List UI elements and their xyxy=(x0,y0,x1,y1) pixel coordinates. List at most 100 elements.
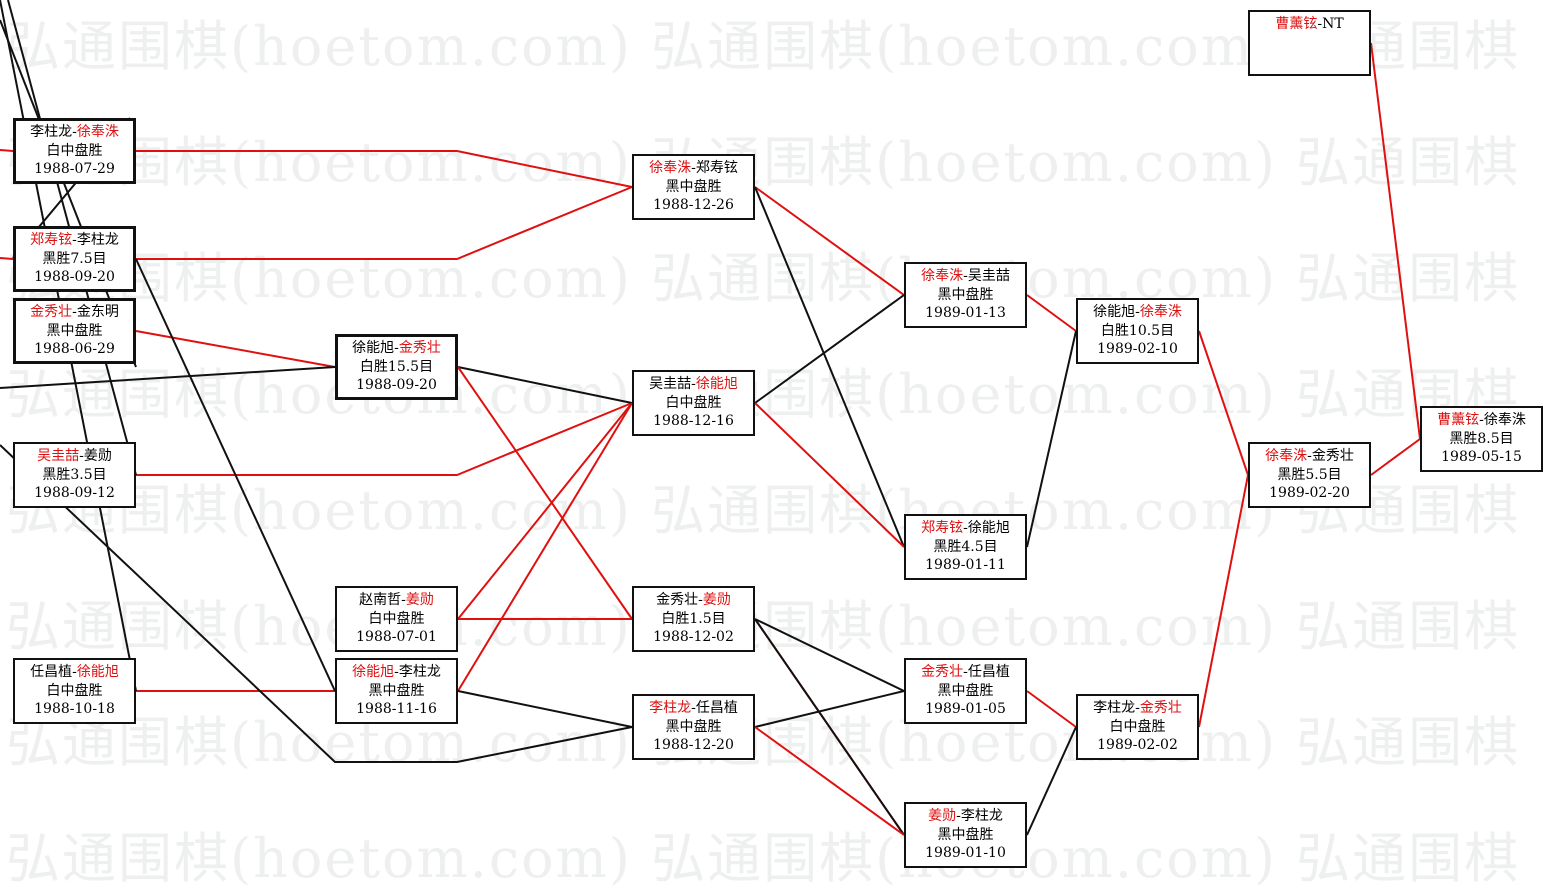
separator: - xyxy=(72,304,77,320)
connector-line xyxy=(754,726,905,836)
separator: - xyxy=(72,124,77,140)
players: 曹薰铉-徐奉洙 xyxy=(1422,411,1541,430)
game-result: 黑中盘胜 xyxy=(665,178,722,195)
connector-line xyxy=(457,366,633,620)
white-player: 金东明 xyxy=(76,304,119,320)
separator: - xyxy=(1135,304,1140,320)
players: 徐能旭-金秀壮 xyxy=(338,339,455,358)
players: 曹薰铉-NT xyxy=(1250,15,1369,34)
players: 李柱龙-徐奉洙 xyxy=(16,123,133,142)
black-player: 徐奉洙 xyxy=(649,160,692,176)
black-player: 李柱龙 xyxy=(30,124,73,140)
black-player: 徐能旭 xyxy=(1093,304,1136,320)
connector-line xyxy=(754,186,905,296)
game-result: 白胜1.5目 xyxy=(661,610,726,627)
separator: - xyxy=(956,808,961,824)
game-box-g2[interactable]: 郑寿铉-李柱龙黑胜7.5目 1988-09-20 xyxy=(13,226,136,292)
black-player: 任昌植 xyxy=(30,664,73,680)
separator: - xyxy=(1317,16,1323,32)
connector-line xyxy=(135,330,336,368)
incoming-line xyxy=(0,257,14,260)
players: 郑寿铉-李柱龙 xyxy=(16,231,133,250)
black-player: 姜勋 xyxy=(928,808,957,824)
separator: - xyxy=(691,700,696,716)
game-date: 1989-01-05 xyxy=(925,701,1006,717)
white-player: 任昌植 xyxy=(695,700,738,716)
players: 赵南哲-姜勋 xyxy=(337,591,456,610)
players: 徐奉洙-金秀壮 xyxy=(1250,447,1369,466)
players: 吴圭喆-徐能旭 xyxy=(634,375,753,394)
separator: - xyxy=(1479,412,1484,428)
white-player: 徐能旭 xyxy=(76,664,119,680)
players: 徐能旭-李柱龙 xyxy=(337,663,456,682)
game-date: 1989-01-13 xyxy=(925,305,1006,321)
game-box-g20[interactable]: 曹薰铉-NT xyxy=(1248,10,1371,76)
connector-line xyxy=(754,690,905,728)
separator: - xyxy=(963,520,968,536)
connector-line xyxy=(754,294,905,404)
black-player: 徐奉洙 xyxy=(1265,448,1308,464)
black-player: 金秀壮 xyxy=(656,592,699,608)
separator: - xyxy=(401,592,406,608)
separator: - xyxy=(72,664,77,680)
white-player: 姜勋 xyxy=(702,592,731,608)
white-player: 吴圭喆 xyxy=(967,268,1010,284)
white-player: 任昌植 xyxy=(967,664,1010,680)
black-player: 徐能旭 xyxy=(352,664,395,680)
separator: - xyxy=(691,160,696,176)
connector-line xyxy=(1370,438,1421,476)
game-result: 白中盘胜 xyxy=(665,394,722,411)
game-date: 1988-11-16 xyxy=(356,701,437,717)
players: 任昌植-徐能旭 xyxy=(15,663,134,682)
players: 李柱龙-任昌植 xyxy=(634,699,753,718)
game-result: 黑中盘胜 xyxy=(46,322,103,339)
connector-line xyxy=(457,402,633,692)
black-player: 郑寿铉 xyxy=(30,232,73,248)
black-player: 金秀壮 xyxy=(921,664,964,680)
game-result: 黑中盘胜 xyxy=(937,826,994,843)
separator: - xyxy=(79,448,84,464)
game-result: 黑胜8.5目 xyxy=(1449,430,1514,447)
separator: - xyxy=(963,664,968,680)
connector-line xyxy=(1026,690,1077,728)
black-player: 郑寿铉 xyxy=(921,520,964,536)
game-date: 1988-09-20 xyxy=(34,269,115,285)
white-player: NT xyxy=(1322,16,1344,32)
game-date: 1989-01-11 xyxy=(925,557,1006,573)
connector-line xyxy=(1026,726,1077,836)
white-player: 李柱龙 xyxy=(76,232,119,248)
game-result: 黑胜7.5目 xyxy=(42,250,107,267)
game-result: 白中盘胜 xyxy=(46,142,103,159)
game-result: 白中盘胜 xyxy=(46,682,103,699)
game-date: 1988-10-18 xyxy=(34,701,115,717)
connector-line xyxy=(754,618,905,836)
connector-line xyxy=(754,402,905,548)
black-player: 李柱龙 xyxy=(1093,700,1136,716)
game-date: 1988-12-02 xyxy=(653,629,734,645)
white-player: 徐奉洙 xyxy=(1139,304,1182,320)
incoming-line xyxy=(0,366,336,389)
black-player: 徐能旭 xyxy=(352,340,395,356)
game-date: 1989-02-02 xyxy=(1097,737,1178,753)
game-date: 1989-01-10 xyxy=(925,845,1006,861)
